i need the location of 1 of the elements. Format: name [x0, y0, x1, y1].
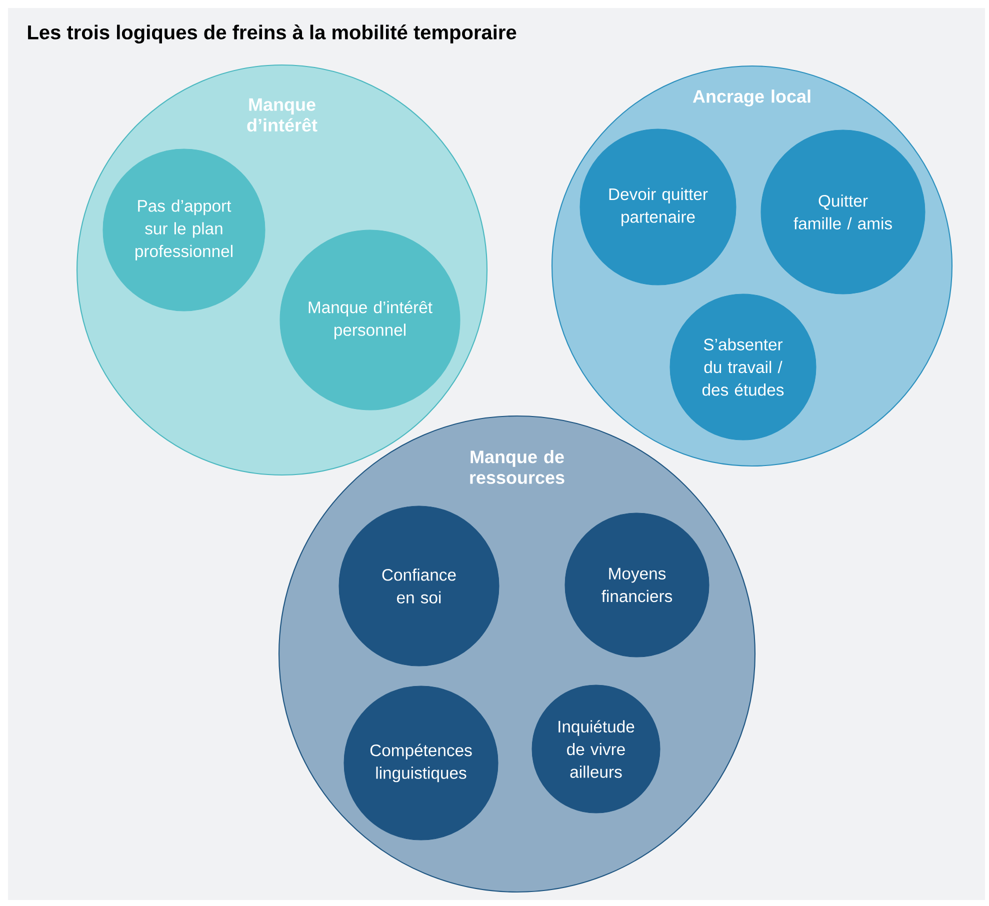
title: Les trois logiques de freins à la mobilité temporaire [28, 24, 516, 44]
